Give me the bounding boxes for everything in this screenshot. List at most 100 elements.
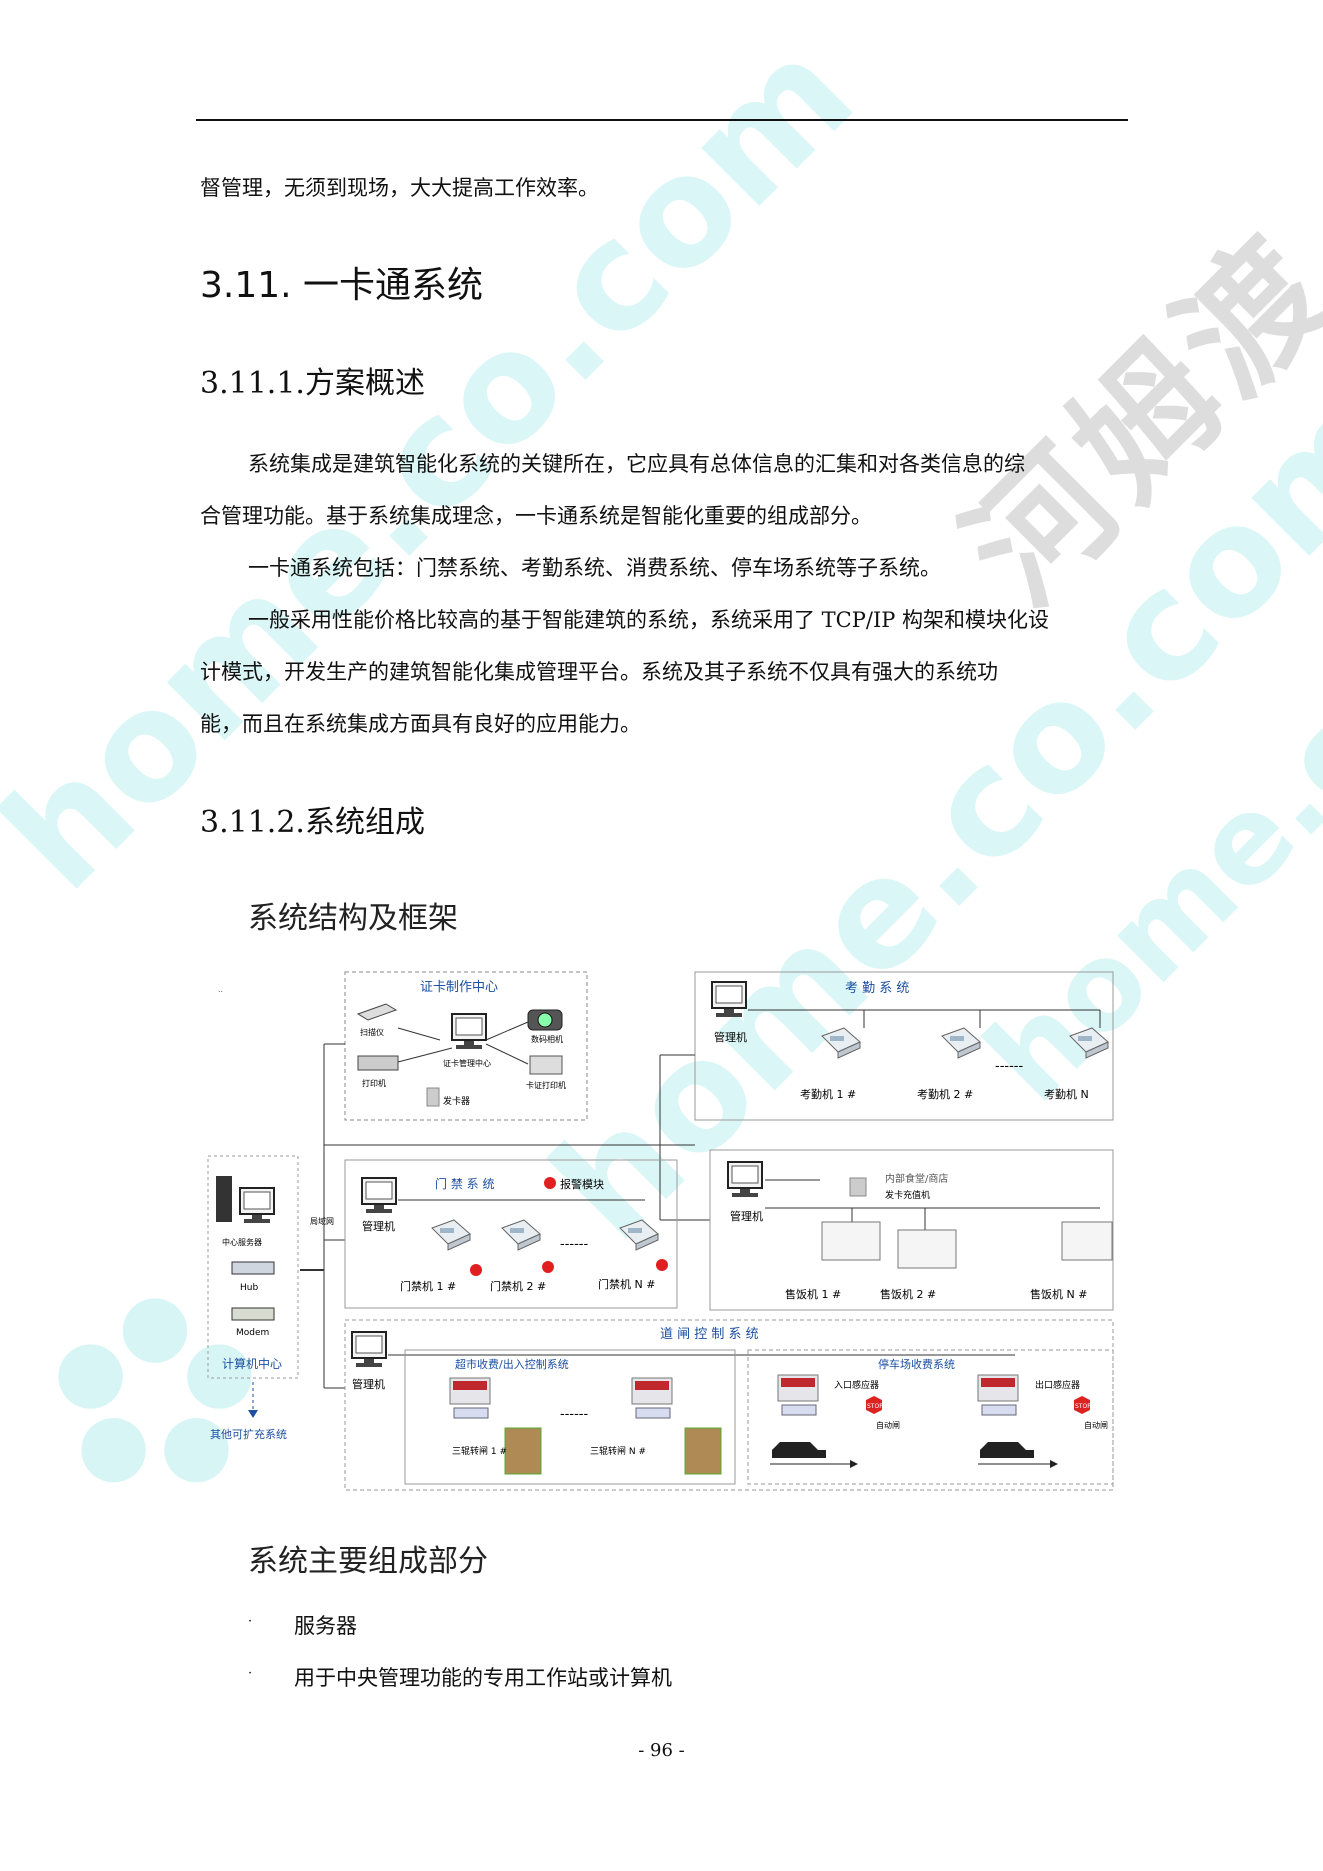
access-mgmt-pc-label: 管理机 (362, 1219, 395, 1233)
consumption-system-box (709, 1149, 1114, 1311)
supermarket-box (404, 1349, 736, 1485)
card-printer-label: 卡证打印机 (526, 1080, 566, 1090)
modem-label: Modem (236, 1328, 269, 1338)
parking-title: 停车场收费系统 (878, 1357, 955, 1371)
card-mgmt-computer-icon (451, 1013, 487, 1050)
stop-sign-entry-icon (866, 1396, 882, 1414)
central-server-label: 中心服务器 (222, 1237, 262, 1247)
paragraph-3-line-3: 能，而且在系统集成方面具有良好的应用能力。 (200, 712, 641, 736)
paragraph-3-line-2: 计模式，开发生产的建筑智能化集成管理平台。系统及其子系统不仅具有强大的系统功 (200, 660, 998, 684)
meal-terminal-2-icon (897, 1229, 957, 1269)
access-system-title: 门 禁 系 统 (435, 1176, 494, 1191)
meal-terminal-1-icon (821, 1221, 881, 1261)
door-terminal-2-icon (501, 1219, 541, 1251)
paragraph-1-line-1: 系统集成是建筑智能化系统的关键所在，它应具有总体信息的汇集和对各类信息的综 (248, 452, 1025, 476)
supermarket-dashes: ------ (560, 1407, 588, 1422)
hub-icon (231, 1261, 275, 1275)
canteen-label: 内部食堂/商店 (885, 1172, 948, 1185)
auto-gate-entry-label: 自动闸 (876, 1420, 900, 1430)
door-terminal-1-icon (431, 1219, 471, 1251)
card-center-title: 证卡制作中心 (420, 980, 498, 995)
turnstile-n-label: 三辊转闸 N # (590, 1445, 646, 1457)
car-entry-icon (772, 1442, 826, 1458)
modem-icon (231, 1307, 275, 1321)
attendance-terminal-n-label: 考勤机 N (1044, 1087, 1089, 1101)
gate-mgmt-pc-label: 管理机 (352, 1377, 385, 1391)
bullet-item-1: 服务器 (294, 1614, 357, 1638)
attendance-system-title: 考 勤 系 统 (845, 981, 909, 996)
system-architecture-diagram: .. 证卡制作中心 扫描仪 打印机 证卡管理中心 数码相机 卡证打印机 发卡器 … (207, 971, 1114, 1491)
paragraph-top: 督管理，无须到现场，大大提高工作效率。 (200, 176, 599, 200)
parking-exit-reader-icon (977, 1374, 1019, 1416)
computer-center-title: 计算机中心 (222, 1356, 282, 1371)
meal-terminal-1-label: 售饭机 1 # (785, 1287, 841, 1301)
alarm-module-label: 报警模块 (560, 1177, 604, 1191)
supermarket-reader-1-icon (449, 1377, 491, 1419)
scanner-label: 扫描仪 (360, 1027, 384, 1037)
meal-terminal-n-icon (1061, 1221, 1113, 1261)
turnstile-1-icon (504, 1427, 542, 1475)
attendance-dashes: ------ (995, 1059, 1023, 1074)
printer-icon (357, 1055, 399, 1071)
section-heading-3-11-2: 3.11.2.系统组成 (200, 805, 425, 840)
auto-gate-exit-label: 自动闸 (1084, 1420, 1108, 1430)
printer-label: 打印机 (362, 1078, 386, 1088)
stop-exit-label: STOP (1075, 1403, 1091, 1410)
access-dashes: ------ (560, 1237, 588, 1252)
diagram-marker: .. (218, 985, 223, 994)
paragraph-3-line-1: 一般采用性能价格比较高的基于智能建筑的系统，系统采用了 TCP/IP 构架和模块… (248, 608, 1050, 632)
bullet-mark-2: · (248, 1666, 253, 1681)
bullet-mark-1: · (248, 1614, 253, 1629)
door-terminal-n-icon (619, 1219, 659, 1251)
supermarket-reader-n-icon (631, 1377, 673, 1419)
card-mgmt-label: 证卡管理中心 (443, 1058, 491, 1068)
access-system-box (344, 1159, 678, 1309)
meal-terminal-2-label: 售饭机 2 # (880, 1287, 936, 1301)
card-issuer-icon (426, 1087, 440, 1107)
alarm-module-icon (544, 1177, 556, 1189)
card-issuer-label: 发卡器 (443, 1095, 470, 1107)
car-exit-icon (980, 1442, 1034, 1458)
entry-sensor-label: 入口感应器 (834, 1379, 879, 1391)
turnstile-n-icon (684, 1427, 722, 1475)
attendance-terminal-n-icon (1069, 1027, 1109, 1059)
turnstile-1-label: 三辊转闸 1 # (452, 1445, 507, 1457)
exit-sensor-label: 出口感应器 (1035, 1379, 1080, 1391)
attendance-terminal-1-label: 考勤机 1 # (800, 1087, 856, 1101)
section-heading-3-11: 3.11. 一卡通系统 (200, 265, 484, 306)
other-ext-label: 其他可扩充系统 (210, 1427, 287, 1441)
central-server-icon (216, 1176, 232, 1222)
attendance-terminal-1-icon (821, 1027, 861, 1059)
attendance-mgmt-pc-icon (711, 981, 747, 1018)
consumption-mgmt-pc-label: 管理机 (730, 1209, 763, 1223)
attendance-terminal-2-icon (941, 1027, 981, 1059)
page-number: - 96 - (638, 1740, 685, 1761)
meal-terminal-n-label: 售饭机 N # (1030, 1287, 1087, 1301)
consumption-mgmt-pc-icon (727, 1161, 763, 1198)
supermarket-title: 超市收费/出入控制系统 (455, 1357, 569, 1371)
computer-center-box (207, 1155, 299, 1379)
door-terminal-2-label: 门禁机 2 # (490, 1279, 546, 1293)
access-mgmt-pc-icon (361, 1177, 397, 1214)
paragraph-1-line-2: 合管理功能。基于系统集成理念，一卡通系统是智能化重要的组成部分。 (200, 504, 872, 528)
lan-label: 局域网 (310, 1216, 334, 1226)
stop-sign-exit-icon (1074, 1396, 1090, 1414)
gate-control-title: 道 闸 控 制 系 统 (660, 1327, 759, 1342)
card-printer-icon (529, 1055, 563, 1075)
gate-mgmt-pc-icon (351, 1331, 387, 1368)
bullet-item-2: 用于中央管理功能的专用工作站或计算机 (294, 1666, 672, 1690)
subheading-main-components: 系统主要组成部分 (248, 1544, 488, 1579)
hub-label: Hub (240, 1283, 258, 1293)
stop-entry-label: STOP (867, 1403, 883, 1410)
attendance-system-box (694, 971, 1114, 1121)
parking-box (747, 1349, 1114, 1485)
card-center-box (344, 971, 588, 1121)
attendance-terminal-2-label: 考勤机 2 # (917, 1087, 973, 1101)
subheading-architecture: 系统结构及框架 (248, 901, 458, 936)
section-heading-3-11-1: 3.11.1.方案概述 (200, 366, 425, 401)
card-recharge-label: 发卡充值机 (885, 1189, 930, 1201)
watermark-brand: 河姆渡 (936, 205, 1323, 635)
door-terminal-n-label: 门禁机 N # (598, 1277, 655, 1291)
card-recharge-icon (849, 1177, 867, 1197)
